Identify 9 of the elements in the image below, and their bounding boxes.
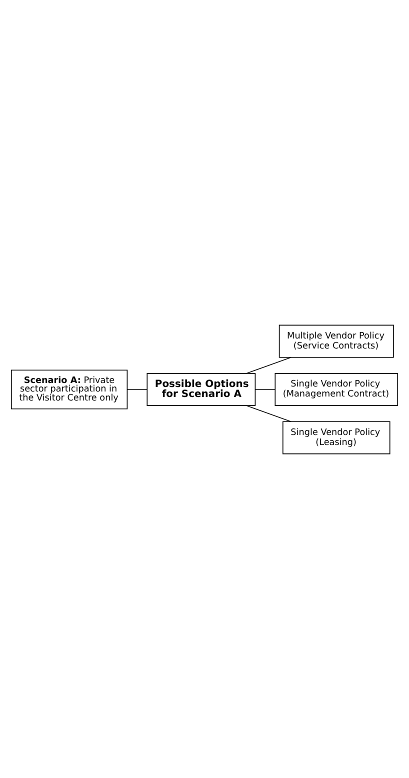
connector xyxy=(246,356,292,374)
connector xyxy=(126,388,148,390)
node-box: Scenario A: Private sector participation in the Visitor Centre only xyxy=(10,369,128,409)
node-box: Single Vendor Policy (Leasing) xyxy=(282,420,390,454)
node-box: Single Vendor Policy (Management Contract) xyxy=(274,372,398,406)
node-box: Multiple Vendor Policy (Service Contracts) xyxy=(278,324,394,358)
node-box: Possible Options for Scenario A xyxy=(146,372,256,406)
connector xyxy=(254,388,276,390)
connector xyxy=(246,404,292,422)
